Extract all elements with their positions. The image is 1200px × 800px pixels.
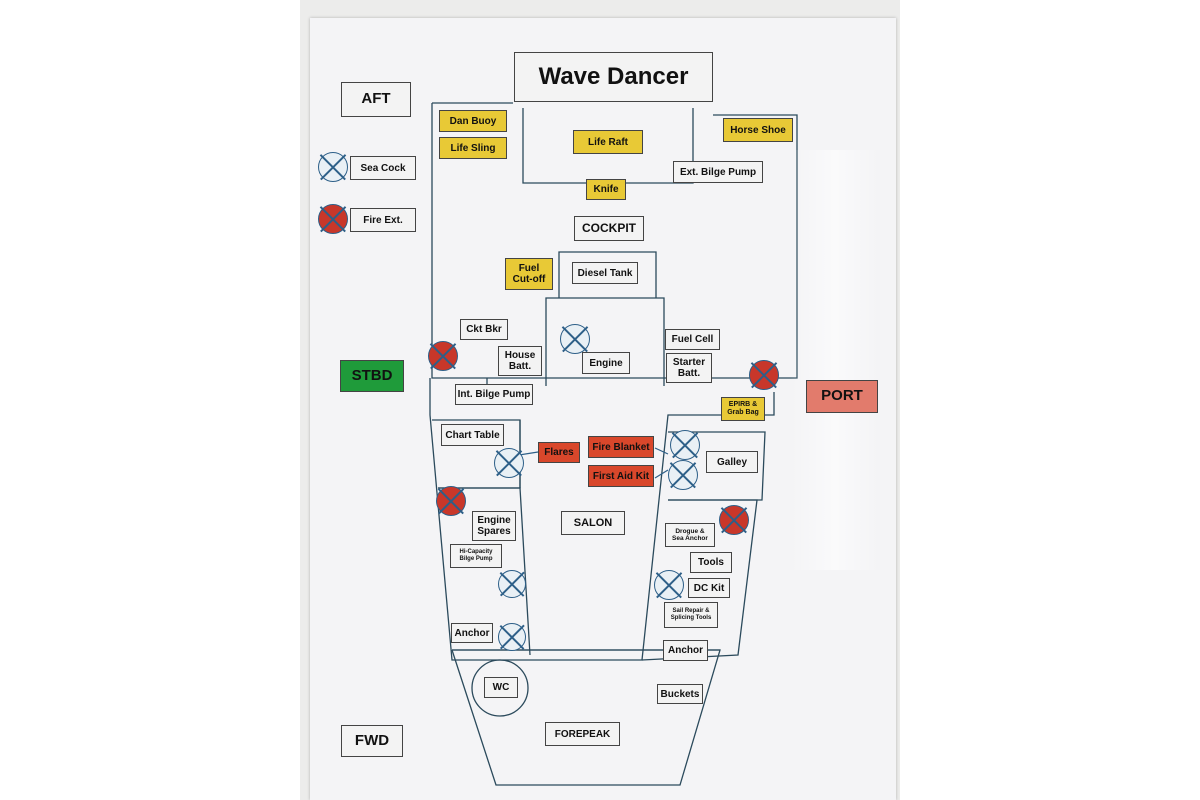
fire-blanket-arrow bbox=[654, 447, 669, 455]
wc-label: WC bbox=[484, 677, 518, 698]
galley-sea-cock-icon-1 bbox=[670, 430, 700, 460]
drogue-sea-anchor-label: Drogue & Sea Anchor bbox=[665, 523, 715, 547]
dc-kit-label: DC Kit bbox=[688, 578, 730, 598]
sea-cock-legend-label: Sea Cock bbox=[350, 156, 416, 180]
hi-capacity-bilge-pump-label: Hi-Capacity Bilge Pump bbox=[450, 544, 502, 568]
fire-ext-legend-icon bbox=[318, 204, 348, 234]
forepeak-label: FOREPEAK bbox=[545, 722, 620, 746]
ext-bilge-pump-label: Ext. Bilge Pump bbox=[673, 161, 763, 183]
fuel-cutoff-label: Fuel Cut-off bbox=[505, 258, 553, 290]
galley-label: Galley bbox=[706, 451, 758, 473]
chart-table-label: Chart Table bbox=[441, 424, 504, 446]
life-raft-label: Life Raft bbox=[573, 130, 643, 154]
wc-circle bbox=[471, 659, 529, 717]
engine-bay-line bbox=[545, 297, 665, 386]
port-label: PORT bbox=[806, 380, 878, 413]
life-sling-label: Life Sling bbox=[439, 137, 507, 159]
engine-label: Engine bbox=[582, 352, 630, 374]
lamination-glare bbox=[790, 150, 880, 570]
epirb-grab-bag-label: EPIRB & Grab Bag bbox=[721, 397, 765, 421]
aft-label: AFT bbox=[341, 82, 411, 117]
fwd-label: FWD bbox=[341, 725, 403, 757]
port-fire-ext-icon-2 bbox=[719, 505, 749, 535]
stbd-fire-ext-icon-2 bbox=[436, 486, 466, 516]
dan-buoy-label: Dan Buoy bbox=[439, 110, 507, 132]
horse-shoe-label: Horse Shoe bbox=[723, 118, 793, 142]
chart-table-sea-cock-icon bbox=[494, 448, 524, 478]
sail-repair-label: Sail Repair & Splicing Tools bbox=[664, 602, 718, 628]
stbd-fire-ext-icon-1 bbox=[428, 341, 458, 371]
anchor-sea-cock-icon bbox=[498, 623, 526, 651]
ckt-bkr-label: Ckt Bkr bbox=[460, 319, 508, 340]
diesel-tank-line bbox=[558, 251, 657, 298]
first-aid-kit-label: First Aid Kit bbox=[588, 465, 654, 487]
engine-sea-cock-icon bbox=[560, 324, 590, 354]
forepeak-line bbox=[451, 649, 721, 786]
dc-kit-sea-cock-icon bbox=[654, 570, 684, 600]
anchor-port-label: Anchor bbox=[663, 640, 708, 661]
stbd-sea-cock-icon-3 bbox=[498, 570, 526, 598]
diesel-tank-label: Diesel Tank bbox=[572, 262, 638, 284]
tools-label: Tools bbox=[690, 552, 732, 573]
stbd-label: STBD bbox=[340, 360, 404, 392]
fire-ext-legend-label: Fire Ext. bbox=[350, 208, 416, 232]
buckets-label: Buckets bbox=[657, 684, 703, 704]
first-aid-arrow bbox=[654, 469, 669, 479]
sea-cock-legend-icon bbox=[318, 152, 348, 182]
cockpit-label: COCKPIT bbox=[574, 216, 644, 241]
house-batt-label: House Batt. bbox=[498, 346, 542, 376]
salon-label: SALON bbox=[561, 511, 625, 535]
galley-sea-cock-icon-2 bbox=[668, 460, 698, 490]
engine-spares-label: Engine Spares bbox=[472, 511, 516, 541]
knife-label: Knife bbox=[586, 179, 626, 200]
int-bilge-pump-label: Int. Bilge Pump bbox=[455, 384, 533, 405]
port-fire-ext-icon-1 bbox=[749, 360, 779, 390]
fuel-cell-label: Fuel Cell bbox=[665, 329, 720, 350]
fire-blanket-label: Fire Blanket bbox=[588, 436, 654, 458]
diagram-title: Wave Dancer bbox=[514, 52, 713, 102]
anchor-stbd-label: Anchor bbox=[451, 623, 493, 643]
flares-label: Flares bbox=[538, 442, 580, 463]
starter-batt-label: Starter Batt. bbox=[666, 353, 712, 383]
